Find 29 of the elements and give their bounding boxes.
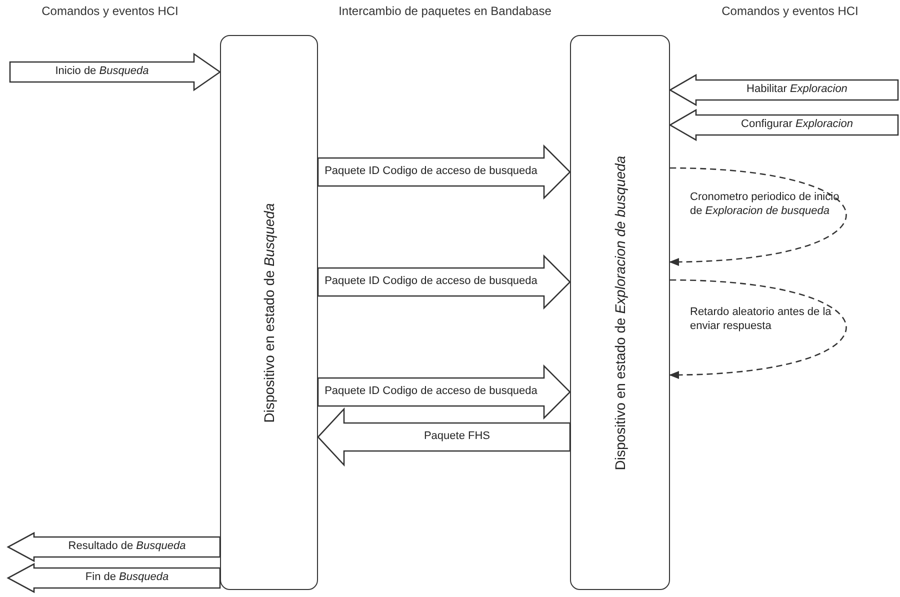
edge-label: Habilitar Exploracion [746, 83, 848, 95]
block-arrow [6, 562, 221, 594]
block-arrow [668, 108, 899, 142]
block-arrow [317, 364, 571, 420]
edge-label: Fin de Busqueda [84, 571, 170, 583]
column-heading: Comandos y eventos HCI [40, 4, 180, 18]
lifeline-bar [220, 35, 318, 590]
block-arrow [668, 74, 899, 106]
edge-label: Paquete FHS [422, 430, 492, 442]
column-heading: Comandos y eventos HCI [720, 4, 860, 18]
lifeline-label: Dispositivo en estado de Busqueda [261, 202, 277, 422]
block-arrow [317, 407, 571, 467]
edge-label: Configurar Exploracion [740, 118, 854, 130]
lifeline-bar [570, 35, 670, 590]
block-arrow [9, 52, 222, 92]
loop-arrow [669, 167, 846, 266]
edge-label: Paquete ID Codigo de acceso de busqueda [324, 165, 538, 177]
edge-label: Retardo aleatorio antes de la enviar respuesta [690, 305, 832, 334]
edge-label: Cronometro periodico de inicio de Exploracion de busqueda [690, 190, 840, 219]
edge-label: Paquete ID Codigo de acceso de busqueda [324, 385, 538, 397]
edge-label: Inicio de Busqueda [54, 65, 150, 77]
block-arrow [317, 144, 571, 200]
lifeline-label: Dispositivo en estado de Exploracion de busqueda [612, 155, 628, 470]
edge-label: Resultado de Busqueda [67, 540, 187, 552]
block-arrow [317, 254, 571, 310]
block-arrow [6, 532, 221, 562]
edge-label: Paquete ID Codigo de acceso de busqueda [324, 275, 538, 287]
loop-arrow [669, 279, 846, 379]
column-heading: Intercambio de paquetes en Bandabase [338, 4, 552, 18]
